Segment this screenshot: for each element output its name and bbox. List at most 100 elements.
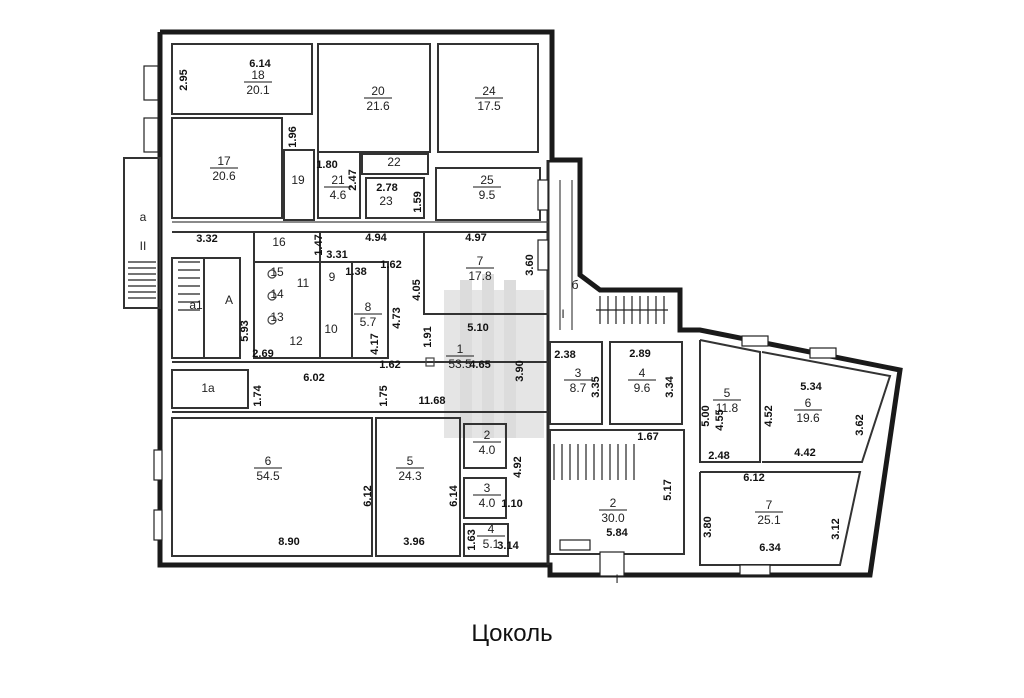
room-area: 11.8 [716,401,739,415]
room-area: 24.3 [398,469,422,483]
dimension-d380: 3.80 [702,516,714,537]
room-label-r8: 85.7 [354,300,382,329]
room-area: 53.5 [448,357,472,371]
dimension-d314: 3.14 [497,540,519,552]
label-l1a: 1a [201,381,215,395]
dimension-d248: 2.48 [708,450,729,462]
dimension-d452: 4.52 [763,405,775,426]
room-label-r5b: 524.3 [396,454,424,483]
dimension-d455: 4.55 [714,409,726,430]
room-area: 4.0 [479,496,496,510]
room-number: 18 [251,68,265,82]
dimension-d465: 4.65 [469,359,490,371]
room-number: 3 [484,481,491,495]
label-lb: б [572,278,579,292]
room-label-r25: 259.5 [473,173,501,202]
windows [143,65,837,577]
dimension-d191: 1.91 [422,326,434,347]
room-area: 8.7 [570,381,587,395]
room-label-r4b: 45.1 [477,522,505,551]
dimension-d417: 4.17 [369,333,381,354]
dimension-d162b: 1.62 [379,359,400,371]
dimension-d196: 1.96 [287,126,299,147]
upper-rooms [171,43,548,223]
dimension-d612a: 6.12 [743,472,764,484]
dimension-d497: 4.97 [465,232,486,244]
dimension-d390: 3.90 [514,360,526,381]
dimension-d335: 3.35 [590,376,602,397]
room-area: 21.6 [366,99,390,113]
room-number: 5 [407,454,414,468]
floor-caption: Цоколь [471,620,553,647]
left-stair [123,157,241,359]
dimension-d890: 8.90 [278,536,299,548]
dimension-d612b: 6.12 [362,485,374,506]
dimension-d405: 4.05 [411,279,423,300]
label-la: a [140,210,147,224]
room-label-r2a: 24.0 [473,428,501,457]
room-number: 20 [371,84,385,98]
room-number: 6 [265,454,272,468]
label-lI1: I [561,307,564,321]
dimension-d110: 1.10 [501,498,522,510]
dimension-d492: 4.92 [512,456,524,477]
label-l22: 22 [387,155,401,169]
dimension-d159: 1.59 [412,191,424,212]
room-area: 20.6 [212,169,236,183]
dimension-d534: 5.34 [800,381,822,393]
room-label-r7b: 725.1 [755,498,783,527]
room-label-r4a: 49.6 [628,366,656,395]
dimension-d167: 1.67 [637,431,658,443]
dimension-d247: 2.47 [347,169,359,190]
dimension-d614b: 6.14 [448,484,460,506]
room-label-r3b: 34.0 [473,481,501,510]
label-l15: 15 [270,265,284,279]
dimension-d175: 1.75 [378,385,390,406]
room-area: 20.1 [246,83,270,97]
dimension-d584: 5.84 [606,527,628,539]
room-area: 5.7 [360,315,377,329]
dimension-d238: 2.38 [554,349,575,361]
dimension-d510: 5.10 [467,322,488,334]
room-number: 3 [575,366,582,380]
room-area: 4.6 [330,188,347,202]
room-label-r6b: 654.5 [254,454,282,483]
dimension-d269: 2.69 [252,348,273,360]
room-label-r6a: 619.6 [794,396,822,425]
room-number: 2 [484,428,491,442]
room-area: 4.0 [479,443,496,457]
dimension-d634: 6.34 [759,542,781,554]
dimension-d473: 4.73 [391,307,403,328]
room-label-r1: 153.5 [446,342,474,371]
room-number: 7 [477,254,484,268]
dimension-d180: 1.80 [316,159,337,171]
dimension-d138: 1.38 [345,266,366,278]
room-number: 4 [488,522,495,536]
dimension-d162a: 1.62 [380,259,401,271]
dimension-d614a: 6.14 [249,58,271,70]
room-number: 21 [331,173,345,187]
room-area: 17.8 [468,269,492,283]
room-area: 9.6 [634,381,651,395]
room-area: 54.5 [256,469,280,483]
room-area: 19.6 [796,411,820,425]
room-number: 2 [610,496,617,510]
dimension-d331: 3.31 [326,249,347,261]
label-l14: 14 [270,287,284,301]
label-lA: A [225,293,233,307]
room-label-r2b: 230.0 [599,496,627,525]
room-number: 1 [457,342,464,356]
dimension-d360: 3.60 [524,254,536,275]
dimension-d334: 3.34 [664,375,676,397]
room-number: 7 [766,498,773,512]
label-l19: 19 [291,173,305,187]
room-label-r7a: 717.8 [466,254,494,283]
room-label-r5a: 511.8 [713,386,741,415]
label-l10: 10 [324,322,338,336]
dimension-d602: 6.02 [303,372,324,384]
room-number: 24 [482,84,496,98]
